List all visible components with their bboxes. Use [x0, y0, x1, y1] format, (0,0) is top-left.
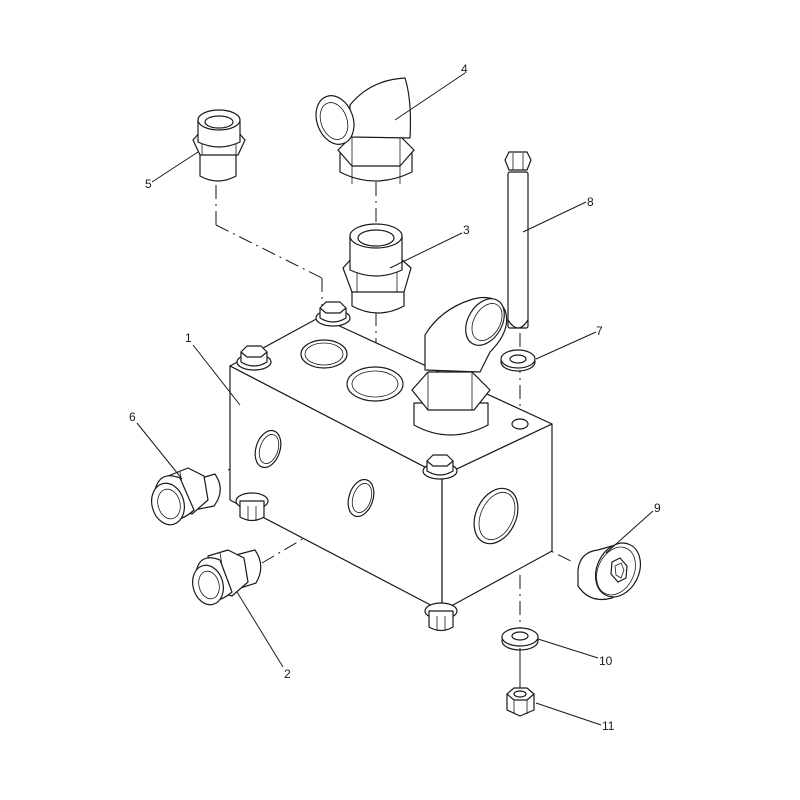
- callout-10: 10: [599, 654, 613, 668]
- hex-socket-plug: [577, 542, 642, 601]
- callout-11: 11: [602, 719, 615, 733]
- straight-fitting-side: [151, 467, 221, 526]
- callout-3: 3: [463, 223, 470, 237]
- block-plugs: [235, 301, 458, 632]
- callout-6: 6: [129, 410, 136, 424]
- plug-bottom-front: [424, 602, 458, 632]
- callout-5: 5: [145, 177, 152, 191]
- callout-2: 2: [284, 667, 291, 681]
- callout-1: 1: [185, 331, 192, 345]
- callout-4: 4: [461, 62, 468, 76]
- callout-9: 9: [654, 501, 661, 515]
- plug-top-front: [422, 454, 458, 480]
- straight-fitting-rear: [192, 109, 246, 182]
- callout-7: 7: [596, 324, 603, 338]
- washer-lower: [501, 627, 539, 651]
- mounting-bolt: [504, 151, 532, 329]
- straight-fitting-front: [192, 549, 262, 606]
- plug-top-left: [236, 345, 272, 371]
- elbow-fitting-top: [315, 77, 415, 184]
- straight-fitting-top: [342, 223, 412, 314]
- plug-bottom-left: [235, 492, 269, 522]
- callout-8: 8: [587, 195, 594, 209]
- leader-lines: [136, 72, 654, 726]
- manifold-block: [229, 316, 553, 612]
- hex-nut: [506, 687, 535, 717]
- washer-upper: [500, 349, 536, 372]
- plug-top-middle: [315, 301, 351, 327]
- elbow-fitting-installed: [411, 297, 508, 436]
